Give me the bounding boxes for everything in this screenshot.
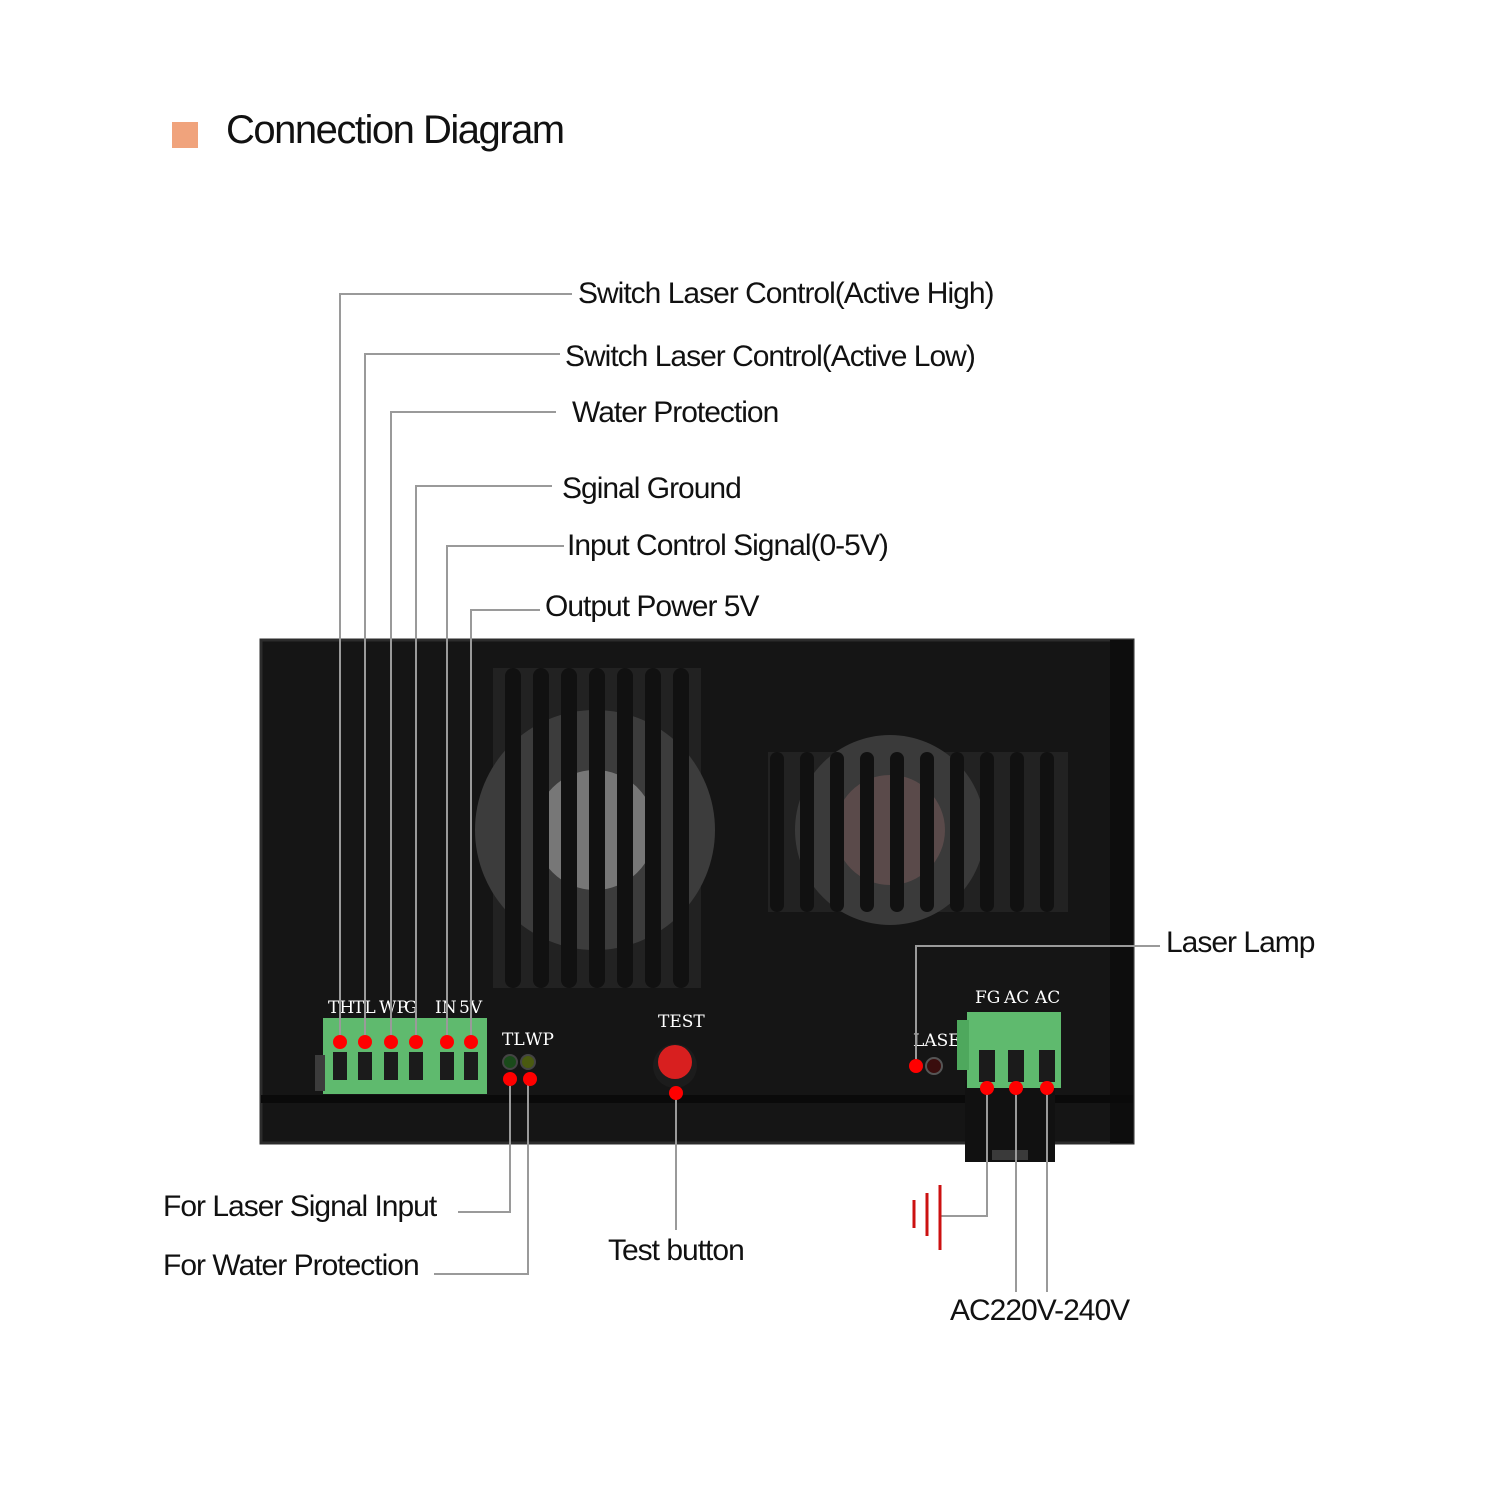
label-laser-lamp: Laser Lamp bbox=[1166, 926, 1315, 959]
label-switch-active-low: Switch Laser Control(Active Low) bbox=[565, 340, 976, 373]
leader-line-2 bbox=[390, 411, 556, 1042]
leader-line-10 bbox=[940, 1088, 988, 1217]
leader-line-5 bbox=[470, 609, 540, 1042]
title-bullet bbox=[172, 122, 198, 148]
connection-markers bbox=[333, 1035, 1054, 1100]
label-input-control: Input Control Signal(0-5V) bbox=[567, 529, 889, 562]
signal-terminal-block bbox=[315, 1018, 487, 1094]
marker-dot-11 bbox=[1009, 1081, 1023, 1095]
label-output-power: Output Power 5V bbox=[545, 590, 759, 623]
terminal-pin-label-2: WP bbox=[379, 998, 408, 1018]
marker-dot-9 bbox=[909, 1059, 923, 1073]
leader-line-7 bbox=[458, 1079, 511, 1213]
marker-dot-8 bbox=[669, 1086, 683, 1100]
label-switch-active-high: Switch Laser Control(Active High) bbox=[578, 277, 994, 310]
label-signal-ground: Sginal Ground bbox=[562, 472, 742, 505]
right-vent-grille bbox=[768, 735, 1068, 925]
test-label: TEST bbox=[658, 1012, 705, 1032]
laser-lamp-led bbox=[925, 1057, 943, 1075]
marker-dot-7 bbox=[523, 1072, 537, 1086]
marker-dot-1 bbox=[358, 1035, 372, 1049]
led-label-tl: TL bbox=[502, 1030, 525, 1050]
marker-dot-0 bbox=[333, 1035, 347, 1049]
marker-dot-12 bbox=[1040, 1081, 1054, 1095]
leader-line-8 bbox=[434, 1079, 529, 1275]
ac-pin-label-1: AC bbox=[1003, 988, 1029, 1008]
ground-symbol bbox=[912, 1185, 942, 1250]
marker-dot-2 bbox=[384, 1035, 398, 1049]
label-ac-input: AC220V-240V bbox=[950, 1294, 1130, 1327]
marker-dot-4 bbox=[440, 1035, 454, 1049]
ac-terminal-block bbox=[957, 1012, 1061, 1088]
ac-pin-label-2: AC bbox=[1034, 988, 1060, 1008]
leader-lines bbox=[339, 293, 1160, 1292]
leader-line-3 bbox=[415, 485, 552, 1042]
status-leds bbox=[502, 1054, 536, 1070]
test-button[interactable] bbox=[658, 1045, 692, 1079]
label-laser-signal-input: For Laser Signal Input bbox=[163, 1190, 437, 1223]
terminal-pin-label-3: G bbox=[404, 998, 418, 1018]
marker-dot-5 bbox=[464, 1035, 478, 1049]
terminal-pin-label-4: IN bbox=[435, 998, 457, 1018]
label-water-protection-led: For Water Protection bbox=[163, 1249, 420, 1282]
terminal-pin-label-0: TH bbox=[328, 998, 354, 1018]
led-label-wp: WP bbox=[525, 1030, 554, 1050]
page-title: Connection Diagram bbox=[226, 108, 565, 152]
label-water-protection: Water Protection bbox=[572, 396, 779, 429]
ac-pin-label-0: FG bbox=[975, 988, 1000, 1008]
leader-line-1 bbox=[364, 353, 560, 1042]
marker-dot-10 bbox=[980, 1081, 994, 1095]
leader-line-4 bbox=[446, 545, 564, 1042]
leader-line-6 bbox=[915, 945, 1160, 1066]
left-vent-grille bbox=[475, 668, 715, 988]
marker-dot-6 bbox=[503, 1072, 517, 1086]
leader-line-0 bbox=[339, 293, 572, 1042]
label-test-button: Test button bbox=[608, 1234, 745, 1267]
marker-dot-3 bbox=[409, 1035, 423, 1049]
